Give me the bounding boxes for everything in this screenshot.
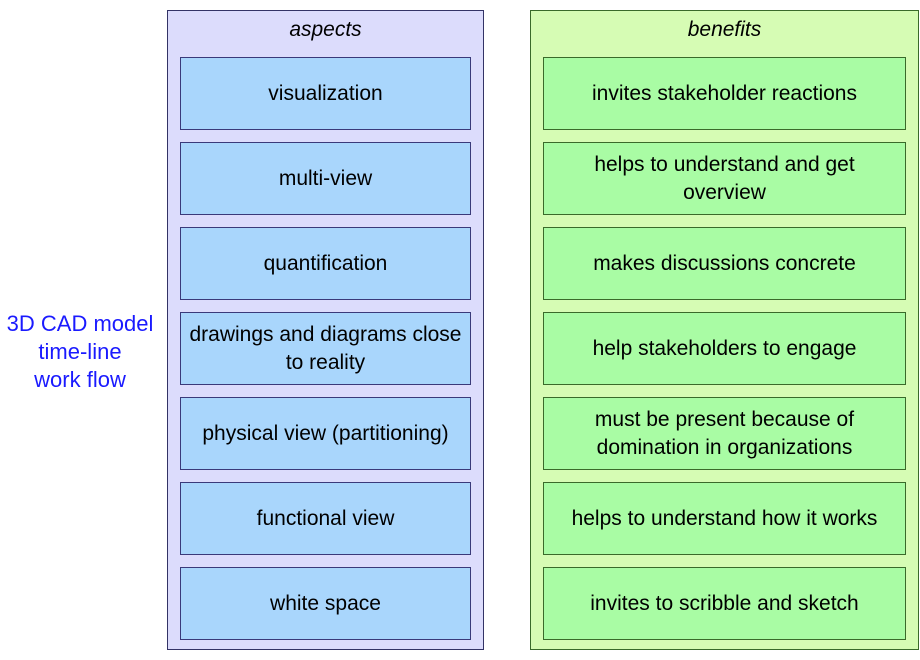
side-label-line-workflow: work flow (34, 367, 126, 392)
benefit-box-domination: must be present because of domination in… (543, 397, 906, 470)
aspect-box-white-space: white space (180, 567, 471, 640)
benefit-box-stakeholder-reactions: invites stakeholder reactions (543, 57, 906, 130)
benefit-box-how-it-works: helps to understand how it works (543, 482, 906, 555)
benefits-column: benefits invites stakeholder reactions h… (530, 10, 919, 650)
aspect-box-functional-view: functional view (180, 482, 471, 555)
aspects-header: aspects (289, 18, 362, 41)
aspect-box-visualization: visualization (180, 57, 471, 130)
side-label-line-timeline: time-line (38, 339, 122, 364)
aspect-box-multi-view: multi-view (180, 142, 471, 215)
benefit-box-scribble: invites to scribble and sketch (543, 567, 906, 640)
benefit-box-engage: help stakeholders to engage (543, 312, 906, 385)
aspect-box-physical-view: physical view (partitioning) (180, 397, 471, 470)
benefits-header: benefits (687, 18, 762, 41)
benefit-box-overview: helps to understand and get overview (543, 142, 906, 215)
aspects-column: aspects visualization multi-view quantif… (167, 10, 484, 650)
aspect-box-drawings: drawings and diagrams close to reality (180, 312, 471, 385)
side-label: 3D CAD model time-line work flow (0, 310, 160, 394)
benefit-box-concrete: makes discussions concrete (543, 227, 906, 300)
side-label-line-cad: 3D CAD model (6, 311, 154, 336)
aspect-box-quantification: quantification (180, 227, 471, 300)
